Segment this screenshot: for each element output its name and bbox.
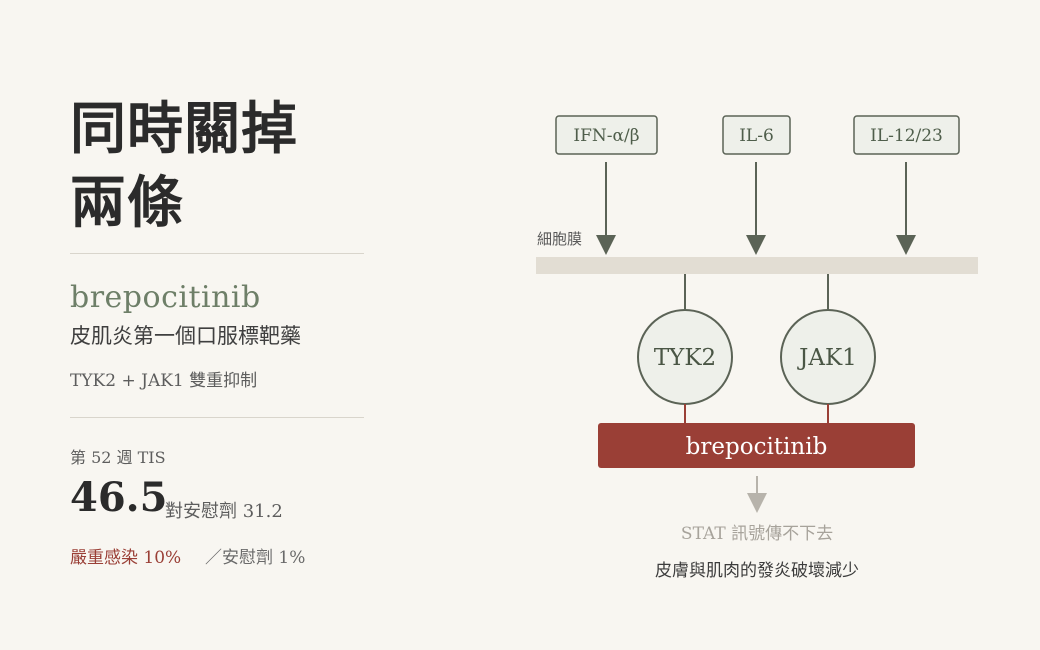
cytokine-box-il6: IL-6: [722, 115, 791, 155]
risk-comparison: ／安慰劑 1%: [205, 548, 306, 568]
cell-membrane: [536, 257, 978, 274]
kinase-node-tyk2: TYK2: [637, 309, 733, 405]
cytokine-box-il12: IL-12/23: [853, 115, 960, 155]
drug-description: 皮肌炎第一個口服標靶藥: [70, 324, 301, 348]
drug-name: brepocitinib: [70, 280, 261, 315]
drug-bar-label: brepocitinib: [686, 434, 828, 460]
cytokine-label-il6: IL-6: [739, 126, 774, 146]
divider-top: [70, 253, 364, 254]
kinase-label-jak1: JAK1: [797, 345, 857, 371]
kinase-label-tyk2: TYK2: [654, 345, 716, 371]
outcome-text: 皮膚與肌肉的發炎破壞減少: [655, 561, 859, 581]
drug-inhibitor-bar: brepocitinib: [598, 423, 915, 468]
risk-text: 嚴重感染 10%: [70, 548, 182, 568]
result-label: 第 52 週 TIS: [70, 448, 166, 467]
result-comparison: 對安慰劑 31.2: [165, 501, 283, 522]
drug-mechanism: TYK2 + JAK1 雙重抑制: [70, 371, 258, 391]
kinase-node-jak1: JAK1: [780, 309, 876, 405]
stat-signal-text: STAT 訊號傳不下去: [681, 524, 833, 544]
page-title: 同時關掉 兩條: [70, 96, 298, 236]
cytokine-label-ifn: IFN-α/β: [573, 126, 639, 146]
cytokine-box-ifn: IFN-α/β: [555, 115, 658, 155]
cytokine-label-il12: IL-12/23: [870, 126, 943, 146]
membrane-label: 細胞膜: [537, 230, 582, 248]
divider-middle: [70, 417, 364, 418]
result-value: 46.5: [70, 474, 168, 521]
